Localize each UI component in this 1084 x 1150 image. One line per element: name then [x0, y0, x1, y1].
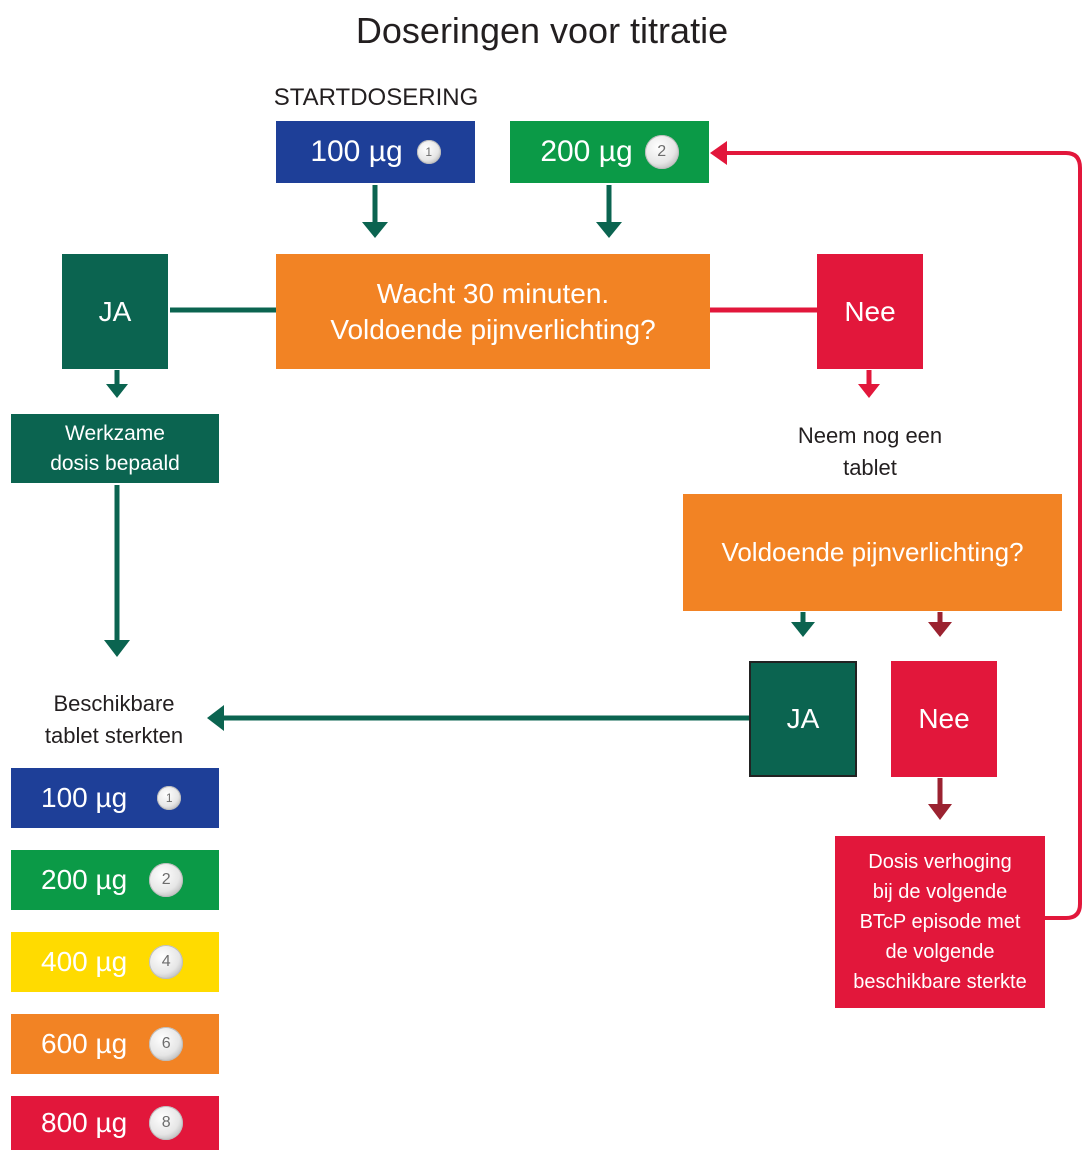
second-yes-box: JA	[749, 661, 857, 777]
increase-line-1: Dosis verhoging	[868, 851, 1012, 873]
increase-line-3: BTcP episode met	[859, 911, 1021, 933]
increase-line-4: de volgende	[885, 941, 995, 963]
second-no-box: Nee	[891, 661, 997, 777]
effective-line-1: Werkzame	[65, 421, 165, 445]
no-box: Nee	[817, 254, 923, 369]
check-decision-box: Voldoende pijnverlichting?	[683, 494, 1062, 611]
tablet-4-icon: 4	[149, 945, 184, 979]
available-line-1: Beschikbare	[53, 691, 175, 716]
diagram-title: Doseringen voor titratie	[355, 10, 729, 51]
strength-800: 800 µg 8	[11, 1096, 219, 1150]
tablet-2-icon: 2	[644, 135, 679, 169]
increase-line-5: beschikbare sterkte	[853, 971, 1027, 993]
available-strengths-label: Beschikbare tablet sterkten	[10, 688, 218, 752]
tablet-8-icon: 8	[149, 1106, 184, 1140]
dose-increase-box: Dosis verhoging bij de volgende BTcP epi…	[835, 836, 1045, 1008]
arrow-effective-down	[104, 485, 130, 657]
wait-decision-box: Wacht 30 minuten. Voldoende pijnverlicht…	[276, 254, 710, 369]
take-another-text: Neem nog een tablet	[770, 420, 970, 484]
available-line-2: tablet sterkten	[44, 723, 184, 748]
start-dose-label: STARTDOSERING	[273, 84, 479, 111]
strength-200: 200 µg 2	[11, 850, 219, 910]
arrow-nee-to-increase	[928, 778, 952, 820]
strength-200-dose: 200 µg	[41, 864, 128, 895]
tablet-2-icon: 2	[149, 863, 184, 897]
wait-line-1: Wacht 30 minuten.	[376, 277, 610, 309]
strength-100-dose: 100 µg	[41, 782, 128, 813]
arrow-ja-to-strengths	[207, 705, 749, 731]
increase-line-2: bij de volgende	[872, 881, 1008, 903]
arrow-start-200	[596, 185, 622, 238]
start-box-100: 100 µg 1	[276, 121, 475, 183]
wait-line-2: Voldoende pijnverlichting?	[330, 313, 656, 345]
tablet-1-icon: 1	[157, 786, 182, 810]
strength-400-dose: 400 µg	[41, 946, 128, 977]
tablet-6-icon: 6	[149, 1027, 184, 1061]
strength-400: 400 µg 4	[11, 932, 219, 992]
effective-line-2: dosis bepaald	[50, 451, 180, 475]
tablet-1-icon: 1	[416, 140, 441, 164]
take-another-line-2: tablet	[843, 455, 897, 480]
arrow-nee-down	[858, 370, 880, 398]
strength-800-dose: 800 µg	[41, 1107, 128, 1138]
arrow-loop-to-200	[710, 141, 1082, 920]
effective-dose-box: Werkzame dosis bepaald	[11, 414, 219, 483]
arrow-ja-down	[106, 370, 128, 398]
start-box-100-dose: 100 µg	[310, 135, 403, 168]
strength-600: 600 µg 6	[11, 1014, 219, 1074]
start-box-200: 200 µg 2	[510, 121, 709, 183]
start-box-200-dose: 200 µg	[540, 135, 633, 168]
arrow-decision-ja	[791, 612, 815, 637]
strength-100: 100 µg 1	[11, 768, 219, 828]
take-another-line-1: Neem nog een	[797, 423, 943, 448]
arrow-decision-nee	[928, 612, 952, 637]
strength-600-dose: 600 µg	[41, 1028, 128, 1059]
arrow-start-100	[362, 185, 388, 238]
yes-box: JA	[62, 254, 168, 369]
